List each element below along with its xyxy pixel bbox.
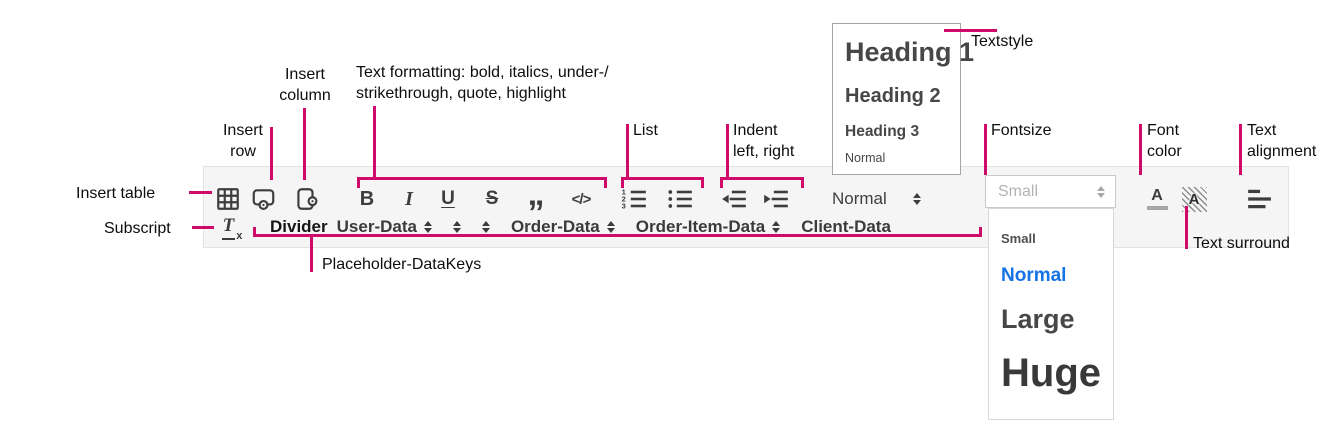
callout-bracket-list [621,177,704,188]
font-color-icon: A [1151,187,1163,205]
callout-line-list [626,124,629,178]
callout-line-textstyle [944,29,997,32]
fontsize-dropdown: Small Normal Large Huge [988,208,1114,420]
indent-right-icon [764,190,788,208]
datakey-empty-picker-2[interactable] [481,221,490,233]
callout-line-text-alignment [1239,124,1242,175]
textstyle-dropdown: Heading 1 Heading 2 Heading 3 Normal [832,23,974,175]
indent-left-icon [722,190,746,208]
ordered-list-icon: 1 2 3 [622,188,646,211]
picker-arrows-icon [423,221,432,233]
datakey-empty-picker-1[interactable] [452,221,461,233]
label-fontsize: Fontsize [991,122,1052,139]
picker-arrows-icon [452,221,461,233]
callout-line-insert-column [303,108,306,180]
datakey-user-data-picker[interactable]: User-Data [337,217,432,237]
subscript-icon: T [221,215,236,240]
insert-column-icon [297,188,318,210]
picker-arrows-icon [912,193,921,205]
italic-button[interactable]: I [405,187,413,210]
callout-line-insert-row [270,127,273,180]
fontsize-option-huge[interactable]: Huge [1001,351,1101,395]
code-block-button[interactable]: </> [571,190,592,208]
fontsize-option-large[interactable]: Large [1001,304,1075,334]
callout-bracket-datakeys [253,227,982,237]
callout-bracket-indent [720,177,804,188]
textstyle-option-normal[interactable]: Normal [845,151,886,165]
table-icon [217,188,239,210]
datakey-client-data-picker[interactable]: Client-Data [801,217,891,236]
textstyle-picker-value: Normal [832,189,887,208]
callout-line-text-surround [1185,206,1188,249]
label-text-formatting: Text formatting: bold, italics, under-/ … [356,64,609,102]
label-textstyle: Textstyle [971,33,1034,50]
fontsize-option-small[interactable]: Small [1001,231,1036,246]
callout-line-indent [726,124,729,178]
svg-text:2: 2 [622,195,626,204]
label-placeholder-datakeys: Placeholder-DataKeys [322,256,482,273]
textstyle-option-heading1[interactable]: Heading 1 [845,37,975,67]
bullet-list-button[interactable] [665,186,695,212]
fontsize-option-normal[interactable]: Normal [1001,265,1067,286]
label-insert-table: Insert table [76,185,156,202]
datakey-divider-button[interactable]: Divider [270,217,328,236]
strikethrough-button[interactable]: S [485,188,499,209]
align-left-icon [1248,189,1271,209]
callout-line-text-formatting [373,106,376,178]
label-indent: Indent left, right [733,122,795,160]
label-text-alignment: Text alignment [1247,122,1317,160]
insert-column-button[interactable] [292,186,320,212]
fontsize-picker[interactable]: Small [985,175,1116,208]
insert-row-button[interactable] [248,186,278,212]
datakey-order-item-data-picker[interactable]: Order-Item-Data [636,217,781,237]
callout-line-insert-table [189,191,212,194]
datakey-order-data-picker[interactable]: Order-Data [511,217,615,237]
label-font-color: Font color [1147,122,1182,160]
callout-line-subscript [192,226,214,229]
label-list: List [633,122,658,139]
callout-line-fontsize [984,124,987,175]
font-color-bar [1146,206,1168,210]
picker-arrows-icon [1097,185,1105,198]
fontsize-picker-value: Small [998,182,1039,200]
placeholder-datakeys-row: Divider User-Data Order-Data Order-Item-… [270,212,891,242]
blockquote-button[interactable]: ” [527,194,545,226]
ordered-list-button[interactable]: 1 2 3 [619,186,649,212]
insert-table-button[interactable] [214,186,242,212]
insert-row-icon [252,189,274,210]
indent-button[interactable] [761,186,791,212]
bullet-list-icon [668,190,692,208]
picker-arrows-icon [481,221,490,233]
outdent-button[interactable] [719,186,749,212]
picker-arrows-icon [772,221,781,233]
label-text-surround: Text surround [1193,235,1290,252]
callout-line-font-color [1139,124,1142,175]
label-insert-row: Insert row [222,122,263,160]
textstyle-option-heading3[interactable]: Heading 3 [845,123,920,140]
text-alignment-button[interactable] [1245,186,1273,212]
textstyle-picker[interactable]: Normal [832,186,950,212]
bold-button[interactable]: B [359,187,375,210]
callout-line-datakeys [310,237,313,272]
svg-text:3: 3 [622,202,626,211]
callout-bracket-text-formatting [357,177,607,188]
textstyle-option-heading2[interactable]: Heading 2 [845,85,941,107]
svg-text:1: 1 [622,188,626,197]
underline-button[interactable]: U [441,188,455,209]
label-subscript: Subscript [104,220,171,237]
font-color-button[interactable]: A [1145,186,1169,212]
picker-arrows-icon [606,221,615,233]
label-insert-column: Insert column [279,66,331,104]
